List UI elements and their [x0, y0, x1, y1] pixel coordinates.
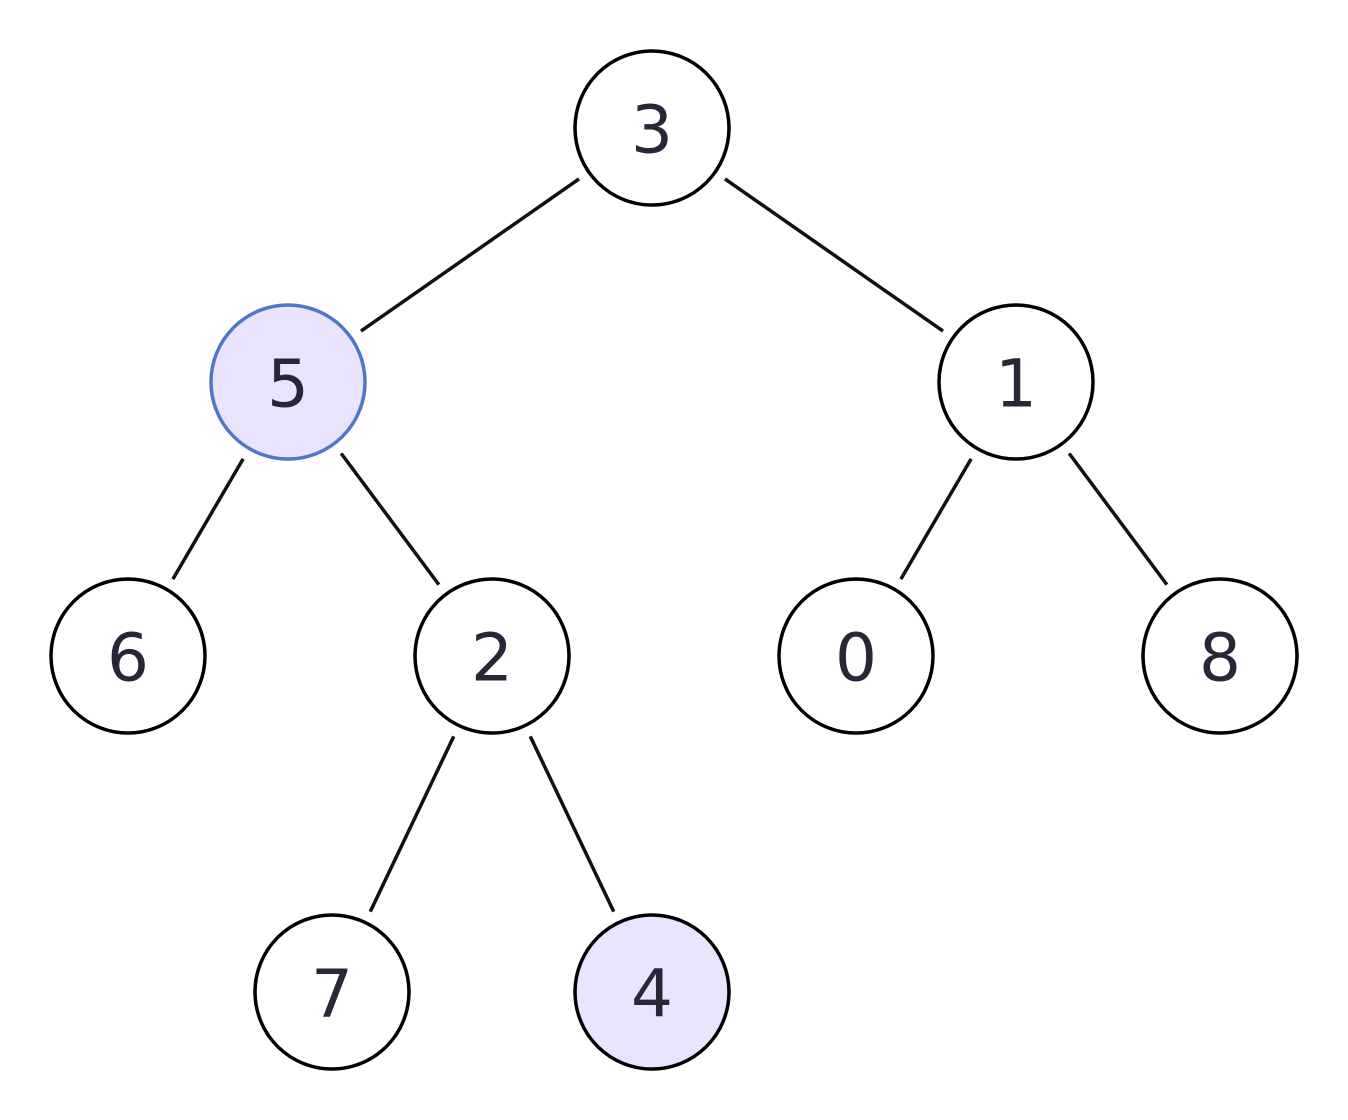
- tree-node-7: 7: [253, 913, 411, 1071]
- tree-node-2: 2: [413, 577, 571, 735]
- edge-3-1: [723, 177, 945, 333]
- node-label-5: 5: [267, 346, 309, 423]
- tree-node-0: 0: [777, 577, 935, 735]
- node-label-8: 8: [1199, 620, 1241, 697]
- node-circle-3: [573, 49, 731, 207]
- node-label-3: 3: [631, 92, 673, 169]
- tree-nodes: 3 5 1 6 2 0 8 7 4: [49, 49, 1299, 1071]
- node-circle-0: [777, 577, 935, 735]
- node-label-2: 2: [471, 620, 513, 697]
- edge-5-6: [171, 457, 245, 581]
- node-circle-6: [49, 577, 207, 735]
- node-circle-1: [937, 303, 1095, 461]
- edge-1-8: [1067, 452, 1169, 586]
- tree-node-1: 1: [937, 303, 1095, 461]
- tree-edges: [171, 177, 1169, 913]
- edge-5-2: [339, 452, 441, 586]
- node-label-6: 6: [107, 620, 149, 697]
- node-label-7: 7: [311, 956, 353, 1033]
- edge-1-0: [899, 457, 973, 581]
- node-label-0: 0: [835, 620, 877, 697]
- node-label-4: 4: [631, 956, 673, 1033]
- node-circle-5: [209, 303, 367, 461]
- tree-node-8: 8: [1141, 577, 1299, 735]
- edge-2-4: [528, 735, 616, 913]
- node-circle-2: [413, 577, 571, 735]
- tree-node-6: 6: [49, 577, 207, 735]
- edge-3-5: [359, 177, 581, 333]
- node-circle-4: [573, 913, 731, 1071]
- node-circle-8: [1141, 577, 1299, 735]
- tree-node-5: 5: [209, 303, 367, 461]
- tree-node-3: 3: [573, 49, 731, 207]
- edge-2-7: [368, 735, 456, 913]
- tree-node-4: 4: [573, 913, 731, 1071]
- node-circle-7: [253, 913, 411, 1071]
- node-label-1: 1: [995, 346, 1037, 423]
